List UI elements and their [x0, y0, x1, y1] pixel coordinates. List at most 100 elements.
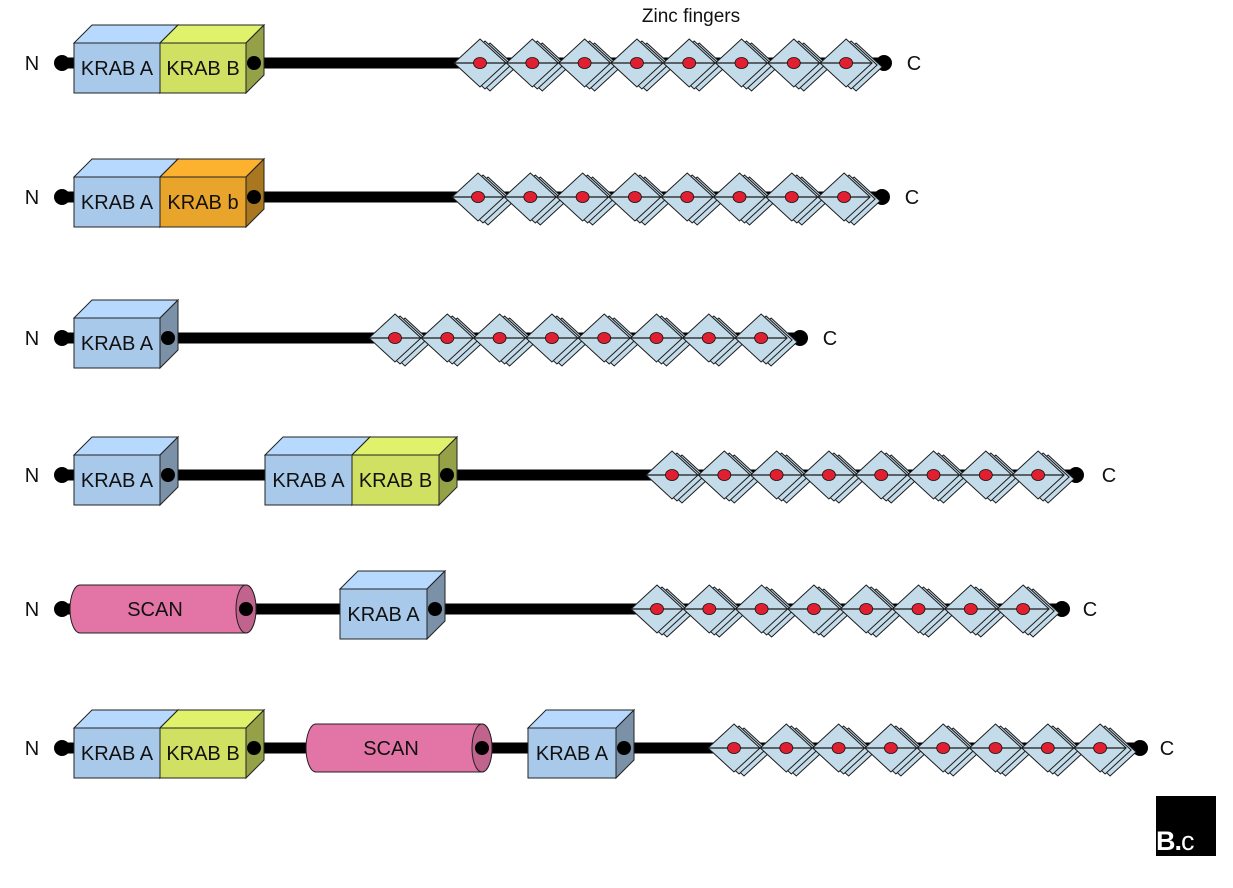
- zinc-ion-dot: [822, 469, 836, 481]
- domain-label: KRAB A: [536, 743, 609, 765]
- zinc-finger: [734, 313, 798, 367]
- zinc-finger: [734, 584, 799, 638]
- zinc-finger: [420, 313, 485, 367]
- zinc-ion-dot: [1016, 603, 1030, 615]
- zinc-finger: [368, 313, 432, 367]
- domain-label: KRAB b: [167, 192, 238, 214]
- zinc-finger: [453, 38, 517, 92]
- zinc-finger: [697, 450, 762, 504]
- c-terminus-label: C: [1083, 599, 1097, 621]
- domain-box-front: [73, 317, 161, 369]
- domain-connector-dot: [247, 56, 261, 70]
- domain-label: KRAB B: [166, 58, 239, 80]
- zinc-finger: [707, 723, 771, 777]
- domain-box-krab-a: KRAB A: [526, 708, 636, 780]
- zinc-ion-dot: [680, 191, 695, 203]
- zinc-finger: [682, 584, 747, 638]
- zinc-ion-dot: [575, 191, 590, 203]
- logo-text-bold: B.: [1156, 826, 1182, 856]
- zinc-ion-dot: [754, 603, 769, 615]
- zinc-ion-dot: [926, 469, 941, 481]
- zinc-finger: [944, 584, 1008, 638]
- zinc-ion-dot: [717, 469, 732, 481]
- n-terminus-label: N: [25, 465, 39, 487]
- domain-label: KRAB A: [272, 470, 345, 492]
- zinc-ion-dot: [884, 742, 898, 754]
- zinc-finger: [1073, 723, 1137, 777]
- domain-box-front: [73, 727, 161, 779]
- zinc-finger: [759, 723, 824, 777]
- domain-label: KRAB A: [81, 333, 154, 355]
- domain-connector-dot: [239, 602, 253, 616]
- zinc-finger: [503, 172, 568, 226]
- zinc-ion-dot: [545, 332, 559, 344]
- domain-cylinder-scan: SCAN: [305, 723, 493, 773]
- domain-label: KRAB B: [166, 743, 239, 765]
- zinc-finger: [714, 38, 779, 92]
- domain-label: SCAN: [127, 599, 183, 621]
- domain-label: KRAB A: [81, 743, 154, 765]
- domain-box-front: [73, 176, 161, 228]
- zinc-finger: [629, 313, 694, 367]
- domain-label: KRAB A: [81, 58, 154, 80]
- zinc-finger: [817, 172, 881, 226]
- domain-label: SCAN: [363, 738, 419, 760]
- zinc-finger: [891, 584, 956, 638]
- zinc-finger: [767, 38, 831, 92]
- domain-label: KRAB A: [81, 470, 154, 492]
- n-terminus-dot: [54, 55, 70, 71]
- protein-row: KRAB A KRAB B N C: [25, 23, 921, 95]
- zinc-ion-dot: [732, 191, 747, 203]
- n-terminus-label: N: [25, 53, 39, 75]
- zinc-ion-dot: [727, 742, 741, 754]
- zinc-ion-dot: [388, 332, 402, 344]
- n-terminus-dot: [54, 467, 70, 483]
- zinc-ion-dot: [523, 191, 538, 203]
- zinc-finger: [505, 38, 570, 92]
- domain-connector-dot: [475, 741, 489, 755]
- zinc-ion-dot: [936, 742, 951, 754]
- zinc-ion-dot: [911, 603, 926, 615]
- zinc-ion-dot: [734, 57, 749, 69]
- zinc-finger: [765, 172, 829, 226]
- zinc-ion-dot: [473, 57, 487, 69]
- zinc-finger: [577, 313, 641, 367]
- logo-text-light: G: [1156, 858, 1177, 888]
- n-terminus-dot: [54, 189, 70, 205]
- zinc-finger: [854, 450, 918, 504]
- c-terminus-label: C: [907, 53, 921, 75]
- n-terminus-label: N: [25, 328, 39, 350]
- zinc-finger: [839, 584, 903, 638]
- zinc-ion-dot: [831, 742, 846, 754]
- zinc-finger: [916, 723, 980, 777]
- zinc-finger: [608, 172, 672, 226]
- zinc-finger: [906, 450, 971, 504]
- zinc-ion-dot: [492, 332, 507, 344]
- domain-box-front: [339, 588, 428, 640]
- zinc-ion-dot: [859, 603, 874, 615]
- c-terminus-label: C: [1160, 738, 1174, 760]
- zinc-finger: [662, 38, 726, 92]
- zinc-ion-dot: [1093, 742, 1107, 754]
- zinc-ion-dot: [769, 469, 784, 481]
- zinc-finger: [864, 723, 928, 777]
- domain-box-krab-a: KRAB A: [72, 298, 180, 370]
- domain-box-krab-b: KRAB B: [158, 23, 266, 95]
- domain-connector-dot: [161, 468, 175, 482]
- zinc-finger: [610, 38, 674, 92]
- zinc-ion-dot: [628, 191, 642, 203]
- zinc-ion-dot: [597, 332, 612, 344]
- domain-connector-dot: [428, 602, 442, 616]
- domain-connector-dot: [440, 468, 454, 482]
- domain-label: KRAB A: [347, 604, 420, 626]
- domain-box-front: [159, 42, 247, 94]
- zinc-finger: [525, 313, 589, 367]
- zinc-ion-dot: [682, 57, 697, 69]
- c-terminus-label: C: [1102, 465, 1116, 487]
- zinc-finger: [1021, 723, 1085, 777]
- zinc-ion-dot: [807, 603, 821, 615]
